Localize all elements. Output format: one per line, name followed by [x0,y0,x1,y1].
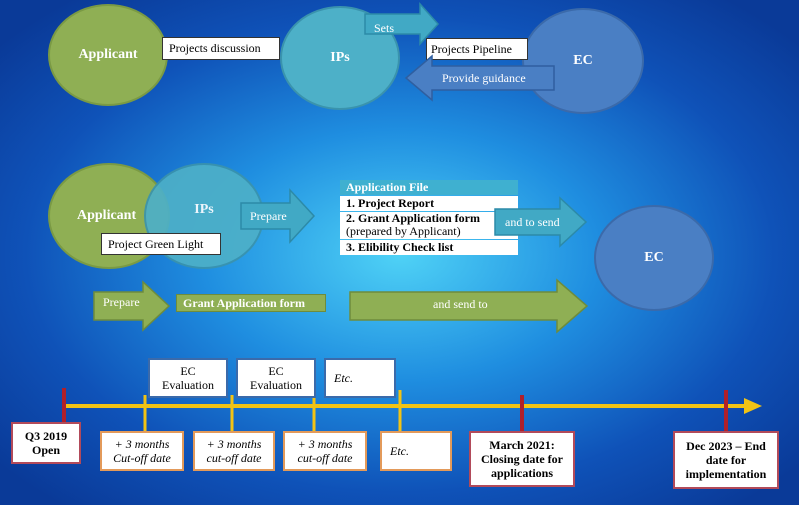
application-file-item3: 3. Elibility Check list [340,240,518,255]
ec-circle-2: EC [594,205,714,311]
end-date-line1: Dec 2023 – End [686,439,766,453]
ec-evaluation-box-1: EC Evaluation [148,358,228,398]
ips-label-2: IPs [194,202,214,217]
end-date-box: Dec 2023 – End date for implementation [673,431,779,489]
closing-date-box: March 2021: Closing date for application… [469,431,575,487]
applicant-label-2: Applicant [77,208,137,223]
applicant-label: Applicant [78,47,138,62]
end-date-line2: date for [705,453,747,467]
cutoff-box-2: + 3 months cut-off date [193,431,275,471]
and-send-to-label: and send to [433,297,488,311]
cutoff-1-line1: + 3 months [114,437,170,451]
closing-date-line1: March 2021: [489,438,555,452]
prepare-arrow-2 [240,188,316,244]
prepare-label-3: Prepare [103,295,140,309]
provide-guidance-arrow [404,54,555,102]
cutoff-box-1: + 3 months Cut-off date [100,431,184,471]
ec-evaluation-2-line1: EC [268,364,284,378]
cutoff-2-line2: cut-off date [206,451,262,465]
cutoff-box-3: + 3 months cut-off date [283,431,367,471]
application-file-panel: Application File 1. Project Report 2. Gr… [340,180,518,256]
and-to-send-arrow [494,196,588,248]
sets-arrow [364,2,440,46]
projects-discussion-box: Projects discussion [162,37,280,60]
ec-evaluation-box-2: EC Evaluation [236,358,316,398]
start-date-box: Q3 2019 Open [11,422,81,464]
ips-circle: IPs [280,6,400,110]
prepare-label-2: Prepare [250,209,287,223]
closing-date-line2: Closing date for [481,452,563,466]
provide-guidance-label: Provide guidance [442,71,526,85]
projects-pipeline-text: Projects Pipeline [431,41,512,56]
and-send-to-arrow [349,278,589,334]
sets-label: Sets [374,21,395,35]
etc-top-box: Etc. [324,358,396,398]
application-file-item2-title: 2. Grant Application form [346,211,480,225]
grant-application-form-text: Grant Application form [183,296,305,310]
etc-bottom-box: Etc. [380,431,452,471]
ec-evaluation-1-line2: Evaluation [162,378,214,392]
applicant-circle: Applicant [48,4,168,106]
application-file-header: Application File [340,180,518,195]
etc-bottom-text: Etc. [390,444,409,458]
ec-label: EC [573,53,593,68]
projects-pipeline-box: Projects Pipeline [426,38,528,60]
ec-circle: EC [522,8,644,114]
end-date-line3: implementation [685,467,767,481]
project-green-light-text: Project Green Light [108,236,204,251]
application-file-item2: 2. Grant Application form (prepared by A… [340,212,518,239]
cutoff-1-line2: Cut-off date [113,451,171,465]
application-file-item1: 1. Project Report [340,196,518,211]
ec-label-2: EC [644,250,664,265]
ips-label: IPs [330,50,350,65]
start-date-line2: Open [31,443,60,457]
cutoff-3-line1: + 3 months [297,437,353,451]
cutoff-3-line2: cut-off date [297,451,353,465]
and-to-send-label: and to send [505,215,560,229]
grant-application-form-box: Grant Application form [176,294,326,312]
etc-top-text: Etc. [334,371,353,385]
closing-date-line3: applications [490,466,553,480]
application-file-item2-note: (prepared by Applicant) [346,224,461,238]
project-green-light-box: Project Green Light [101,233,221,255]
ec-evaluation-2-line2: Evaluation [250,378,302,392]
cutoff-2-line1: + 3 months [206,437,262,451]
prepare-arrow-3 [93,280,171,332]
ec-evaluation-1-line1: EC [180,364,196,378]
start-date-line1: Q3 2019 [24,429,68,443]
projects-discussion-text: Projects discussion [169,41,261,55]
